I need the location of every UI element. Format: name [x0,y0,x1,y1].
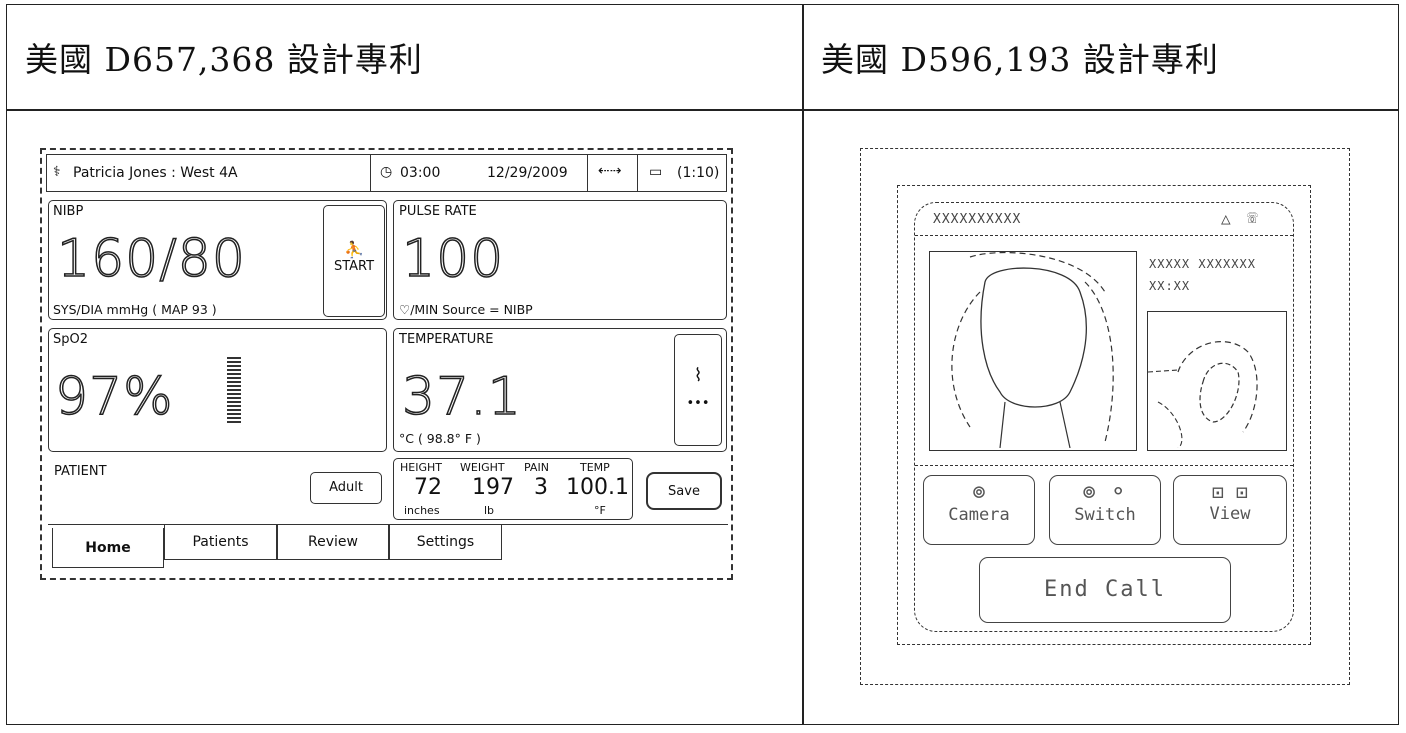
caller-name: XXXXX XXXXXXX [1149,257,1256,271]
end-call-button[interactable]: End Call [979,557,1231,623]
vital-header: PAIN [524,461,549,474]
row-divider [7,109,1398,111]
nibp-panel: NIBP 160/80 SYS/DIA mmHg ( MAP 93 ) ⛹ ST… [48,200,387,320]
tab-bar: Home Patients Review Settings [48,524,728,574]
vital-header: TEMP [580,461,610,474]
nibp-value: 160/80 [56,228,246,290]
start-label: START [333,259,375,274]
vital-header: HEIGHT [400,461,442,474]
view-button[interactable]: ⊡ ⊡ View [1173,475,1287,545]
vital-value: 3 [534,475,548,500]
tab-review[interactable]: Review [277,524,389,560]
nibp-units: SYS/DIA mmHg ( MAP 93 ) [53,302,217,317]
left-heading: 美國 D657,368 設計專利 [25,40,423,79]
battery-readout: (1:10) [677,165,720,181]
right-heading: 美國 D596,193 設計專利 [821,40,1219,79]
local-video [1147,311,1287,451]
time-readout: 03:00 [400,165,441,181]
phone-outline: XXXXXXXXXX △ ☏ XXXXX XXXXXXX XX:XX [914,202,1294,632]
remote-video [929,251,1137,451]
camera-label: Camera [948,505,1010,525]
temperature-panel: TEMPERATURE 37.1 °C ( 98.8° F ) ⌇ ••• [393,328,727,452]
vital-value: 100.1 [566,475,629,500]
vitals-panel: HEIGHT WEIGHT PAIN TEMP 72 197 3 100.1 i… [393,458,633,520]
spo2-panel: SpO2 97% [48,328,387,452]
patient-label: PATIENT [54,464,107,479]
tab-home[interactable]: Home [52,528,164,568]
local-face-drawing [1147,341,1258,449]
clock-icon: ◷ [380,164,393,180]
view-icon: ⊡ ⊡ [1211,480,1249,504]
vital-unit: °F [594,504,606,517]
column-divider [802,5,804,724]
patient-mode-button[interactable]: Adult [310,472,382,504]
warning-icon: △ [1221,209,1231,228]
caduceus-icon: ⚕ [53,164,61,180]
patient-header: Patricia Jones : West 4A [73,165,238,181]
temperature-mode-button[interactable]: ⌇ ••• [674,334,722,446]
pleth-bar [227,357,241,423]
vital-unit: inches [404,504,440,517]
thermometer-icon: ⌇ [693,365,703,386]
person-icon: ⛹ [344,240,364,259]
spo2-label: SpO2 [53,332,89,347]
temperature-value: 37.1 [401,366,522,428]
switch-camera-icon: ⊚ ⚬ [1082,480,1128,505]
pulse-value: 100 [401,228,505,290]
status-bar: ⚕ Patricia Jones : West 4A ◷ 03:00 12/29… [46,154,727,192]
phone-icon: ☏ [1247,207,1258,228]
spo2-value: 97% [54,366,174,428]
more-icon: ••• [686,396,710,411]
pulse-units: ♡/MIN Source = NIBP [399,302,533,317]
vital-header: WEIGHT [460,461,505,474]
temperature-label: TEMPERATURE [399,332,494,347]
nibp-start-button[interactable]: ⛹ START [323,205,385,317]
patent-figure-d596193: XXXXXXXXXX △ ☏ XXXXX XXXXXXX XX:XX [860,148,1350,685]
view-label: View [1209,504,1251,524]
temperature-units: °C ( 98.8° F ) [399,431,481,446]
call-title: XXXXXXXXXX [933,212,1022,227]
camera-button[interactable]: ⊚ Camera [923,475,1035,545]
comparison-table: 美國 D657,368 設計專利 美國 D596,193 設計專利 [6,4,1399,725]
vital-unit: lb [484,504,495,517]
switch-label: Switch [1074,505,1136,525]
tab-patients[interactable]: Patients [164,524,277,560]
call-duration: XX:XX [1149,279,1191,293]
tab-settings[interactable]: Settings [389,524,502,560]
patent-figure-d657368: ⚕ Patricia Jones : West 4A ◷ 03:00 12/29… [40,148,733,580]
camera-icon: ⊚ [972,480,986,505]
battery-icon: ▭ [649,164,663,180]
pulse-panel: PULSE RATE 100 ♡/MIN Source = NIBP [393,200,727,320]
face-drawing [951,252,1114,449]
usb-icon: ⇠⇢ [598,163,622,179]
pulse-label: PULSE RATE [399,204,477,219]
nibp-label: NIBP [53,204,84,219]
save-button[interactable]: Save [646,472,722,510]
vital-value: 72 [414,475,442,500]
date-readout: 12/29/2009 [487,165,568,181]
switch-button[interactable]: ⊚ ⚬ Switch [1049,475,1161,545]
vital-value: 197 [472,475,514,500]
